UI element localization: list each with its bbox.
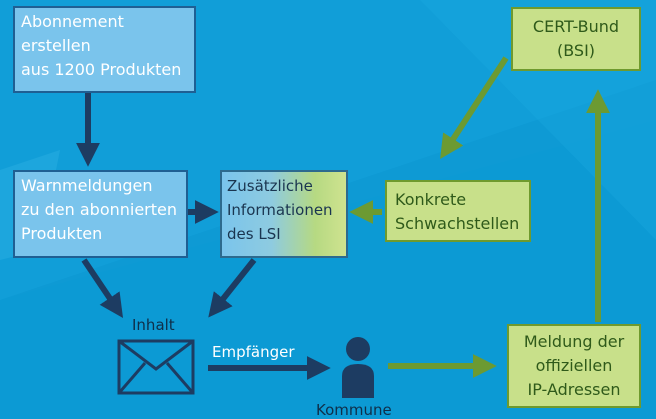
- box-konkrete-line-2: Schwachstellen: [395, 214, 520, 233]
- box-cert-bund: CERT-Bund (BSI): [511, 7, 641, 71]
- box-zusaetzliche-line-3: des LSI: [227, 225, 281, 243]
- label-kommune: Kommune: [316, 401, 392, 419]
- box-abonnement-line-2: erstellen: [21, 36, 91, 55]
- arrow-cert-to-konkrete: [440, 56, 509, 160]
- box-cert-line-1: CERT-Bund: [532, 17, 620, 36]
- box-konkrete-line-1: Konkrete: [395, 190, 467, 209]
- box-abonnement: Abonnement erstellen aus 1200 Produkten: [13, 6, 196, 93]
- box-zusaetzliche-line-1: Zusätzliche: [227, 177, 313, 195]
- label-inhalt: Inhalt: [132, 316, 175, 334]
- box-meldung-ip-adressen: Meldung der offiziellen IP-Adressen: [507, 324, 641, 408]
- box-zusaetzliche-informationen: Zusätzliche Informationen des LSI: [220, 170, 348, 258]
- box-konkrete-schwachstellen: Konkrete Schwachstellen: [385, 180, 531, 242]
- box-warnmeldungen-line-1: Warnmeldungen: [21, 176, 153, 195]
- arrow-warnmeldungen-to-mail: [81, 258, 124, 318]
- box-abonnement-line-3: aus 1200 Produkten: [21, 60, 182, 79]
- box-meldung-line-2: offiziellen: [535, 356, 613, 375]
- box-warnmeldungen-line-3: Produkten: [21, 224, 103, 243]
- box-abonnement-line-1: Abonnement: [21, 12, 124, 31]
- envelope-icon: [117, 339, 195, 395]
- label-empfaenger: Empfänger: [212, 343, 295, 361]
- box-meldung-line-3: IP-Adressen: [527, 380, 621, 399]
- arrow-zusaetzliche-to-mail: [208, 258, 257, 318]
- box-zusaetzliche-line-2: Informationen: [227, 201, 333, 219]
- box-warnmeldungen: Warnmeldungen zu den abonnierten Produkt…: [13, 170, 188, 258]
- box-cert-line-2: (BSI): [556, 41, 596, 60]
- box-meldung-line-1: Meldung der: [523, 332, 625, 351]
- person-icon: [342, 337, 374, 398]
- box-warnmeldungen-line-2: zu den abonnierten: [21, 200, 178, 219]
